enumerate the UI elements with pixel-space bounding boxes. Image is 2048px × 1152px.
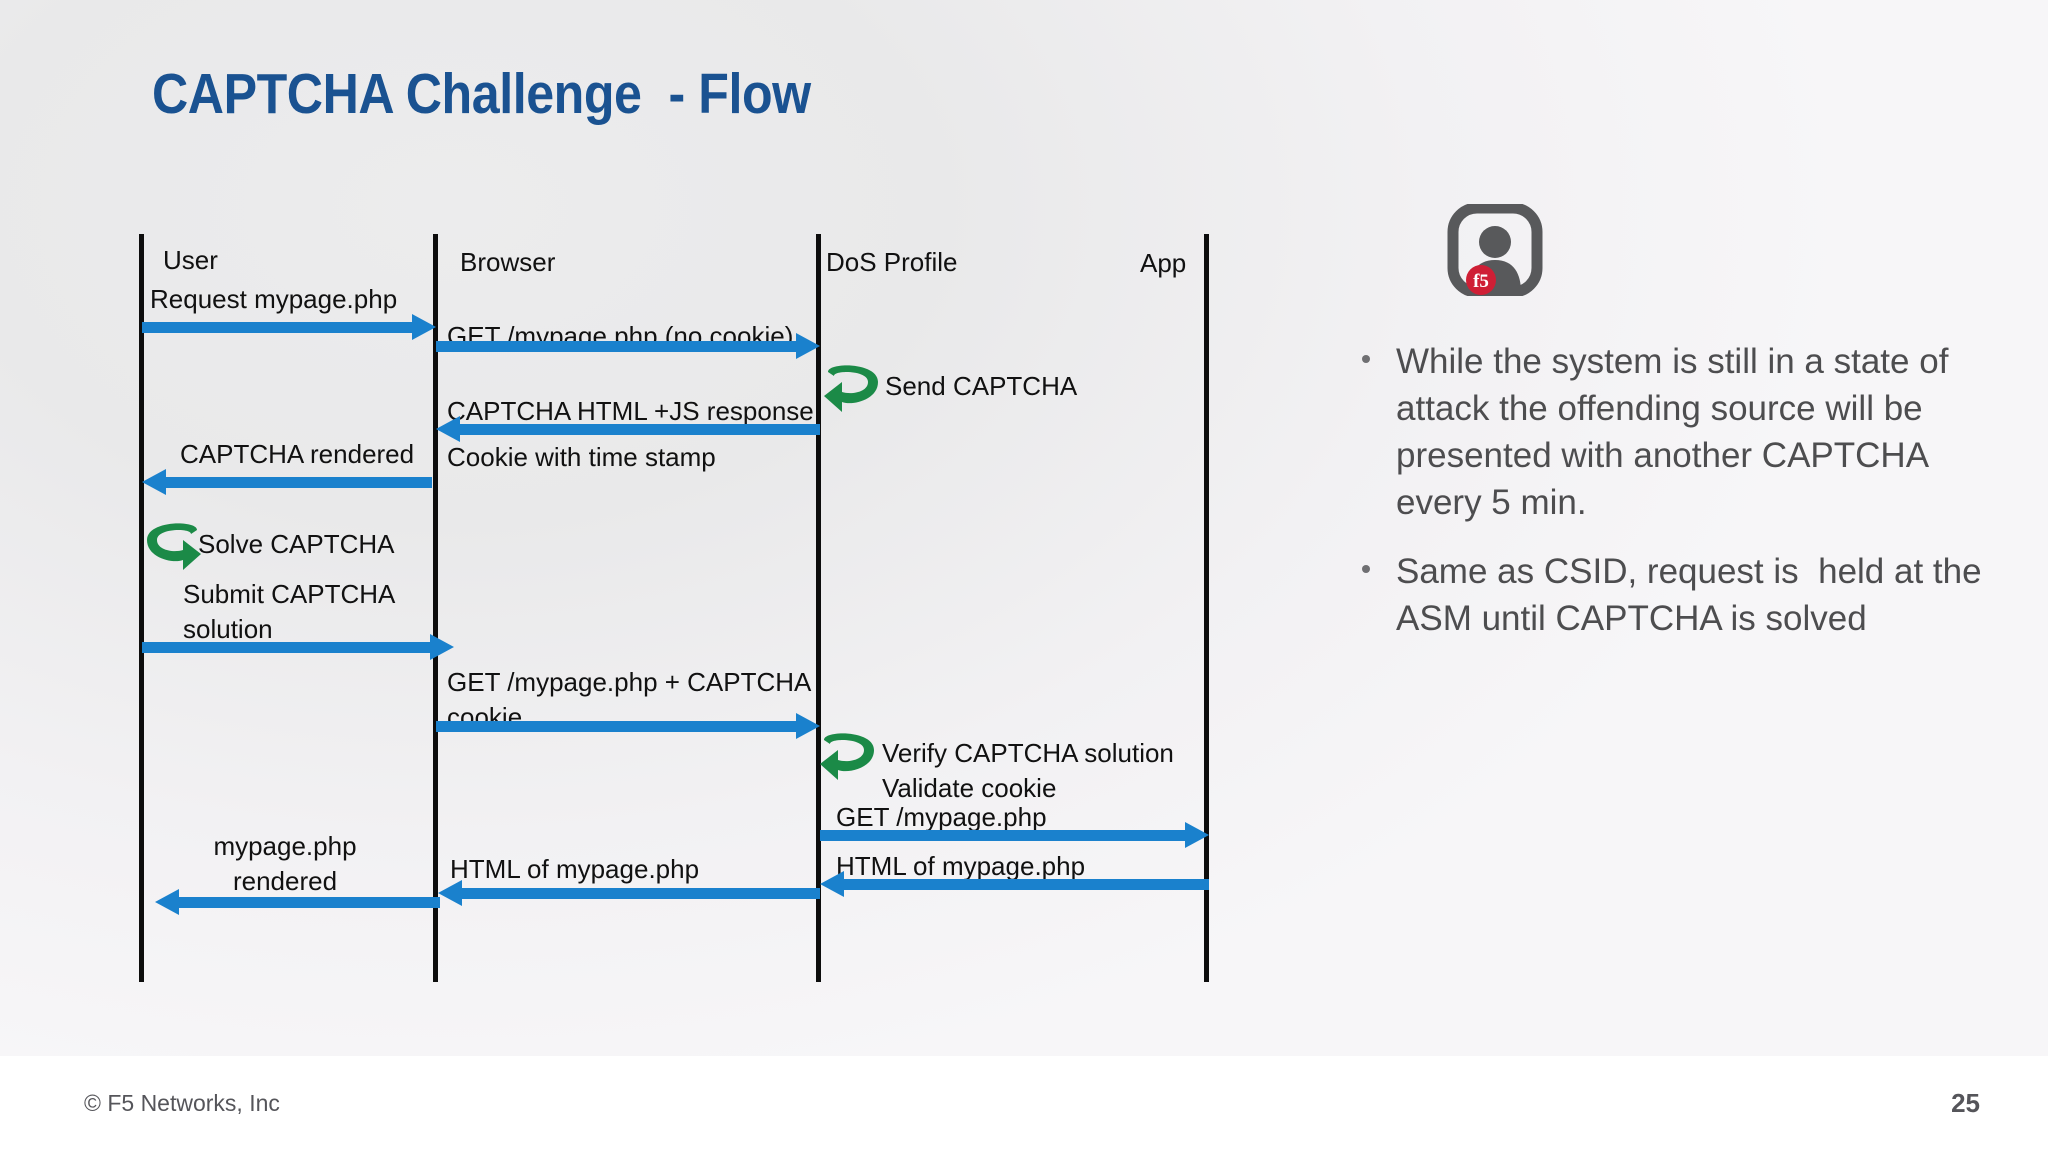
message-arrow-request-mypage [142, 314, 436, 340]
message-label-get-mypage-no-cookie: GET /mypage.php (no cookie) [447, 321, 794, 351]
message-arrow-captcha-rendered [142, 469, 432, 495]
message-arrow-submit-captcha-solution [142, 634, 454, 660]
bullet-text: Same as CSID, request is held at the ASM… [1396, 552, 1990, 638]
actor-header-user: User [163, 245, 218, 275]
message-arrow-html-of-mypage-browser [438, 880, 820, 906]
copyright-text: © F5 Networks, Inc [84, 1090, 280, 1116]
bullet-dot-icon [1362, 355, 1370, 363]
page-title: CAPTCHA Challenge - Flow [152, 62, 811, 126]
message-label-request-mypage: Request mypage.php [150, 284, 398, 314]
message-arrow-get-mypage-captcha-cookie [436, 713, 820, 739]
message-label-solve-captcha: Solve CAPTCHA [198, 529, 395, 559]
message-label-mypage-rendered: mypage.php rendered [213, 831, 357, 896]
slide-footer: © F5 Networks, Inc 25 [0, 1056, 2048, 1152]
message-label-html-of-mypage-browser: HTML of mypage.php [450, 854, 700, 884]
message-label-verify-captcha-validate-cookie: Verify CAPTCHA solution Validate cookie [882, 738, 1174, 803]
actor-header-browser: Browser [460, 247, 556, 277]
bullet-text: While the system is still in a state of … [1396, 342, 1959, 522]
lifeline-dos-profile [816, 234, 821, 982]
f5-badge-text: f5 [1473, 271, 1489, 292]
message-arrow-get-mypage-app [820, 822, 1209, 848]
list-item: While the system is still in a state of … [1348, 338, 2008, 526]
self-loop-send-captcha [822, 360, 884, 422]
self-loop-verify-captcha [818, 728, 880, 790]
message-label-html-of-mypage-app: HTML of mypage.php [836, 851, 1086, 881]
message-label-cookie-time-stamp: Cookie with time stamp [447, 442, 716, 472]
actor-header-app: App [1140, 248, 1187, 278]
list-item: Same as CSID, request is held at the ASM… [1348, 548, 2008, 642]
f5-user-icon: f5 [1443, 202, 1547, 298]
message-arrow-get-mypage-no-cookie [436, 333, 820, 359]
self-loop-solve-captcha [141, 518, 203, 580]
message-arrow-html-of-mypage-app [820, 871, 1209, 897]
actor-header-dos-profile: DoS Profile [826, 247, 958, 277]
message-arrow-mypage-rendered [155, 889, 440, 915]
notes-list: While the system is still in a state of … [1348, 338, 2008, 664]
message-label-get-mypage-app: GET /mypage.php [836, 802, 1047, 832]
message-label-send-captcha: Send CAPTCHA [885, 371, 1078, 401]
message-label-submit-captcha-solution: Submit CAPTCHA solution [183, 579, 396, 644]
message-label-captcha-html-js: CAPTCHA HTML +JS response [447, 396, 814, 426]
lifeline-browser [433, 234, 438, 982]
page-number: 25 [1951, 1088, 1980, 1118]
lifeline-app [1204, 234, 1209, 982]
message-label-captcha-rendered: CAPTCHA rendered [180, 439, 415, 469]
message-arrow-captcha-html-js [436, 416, 820, 442]
lifeline-user [139, 234, 144, 982]
bullet-dot-icon [1362, 565, 1370, 573]
sequence-diagram: User Browser DoS Profile App Request myp… [139, 234, 1209, 982]
